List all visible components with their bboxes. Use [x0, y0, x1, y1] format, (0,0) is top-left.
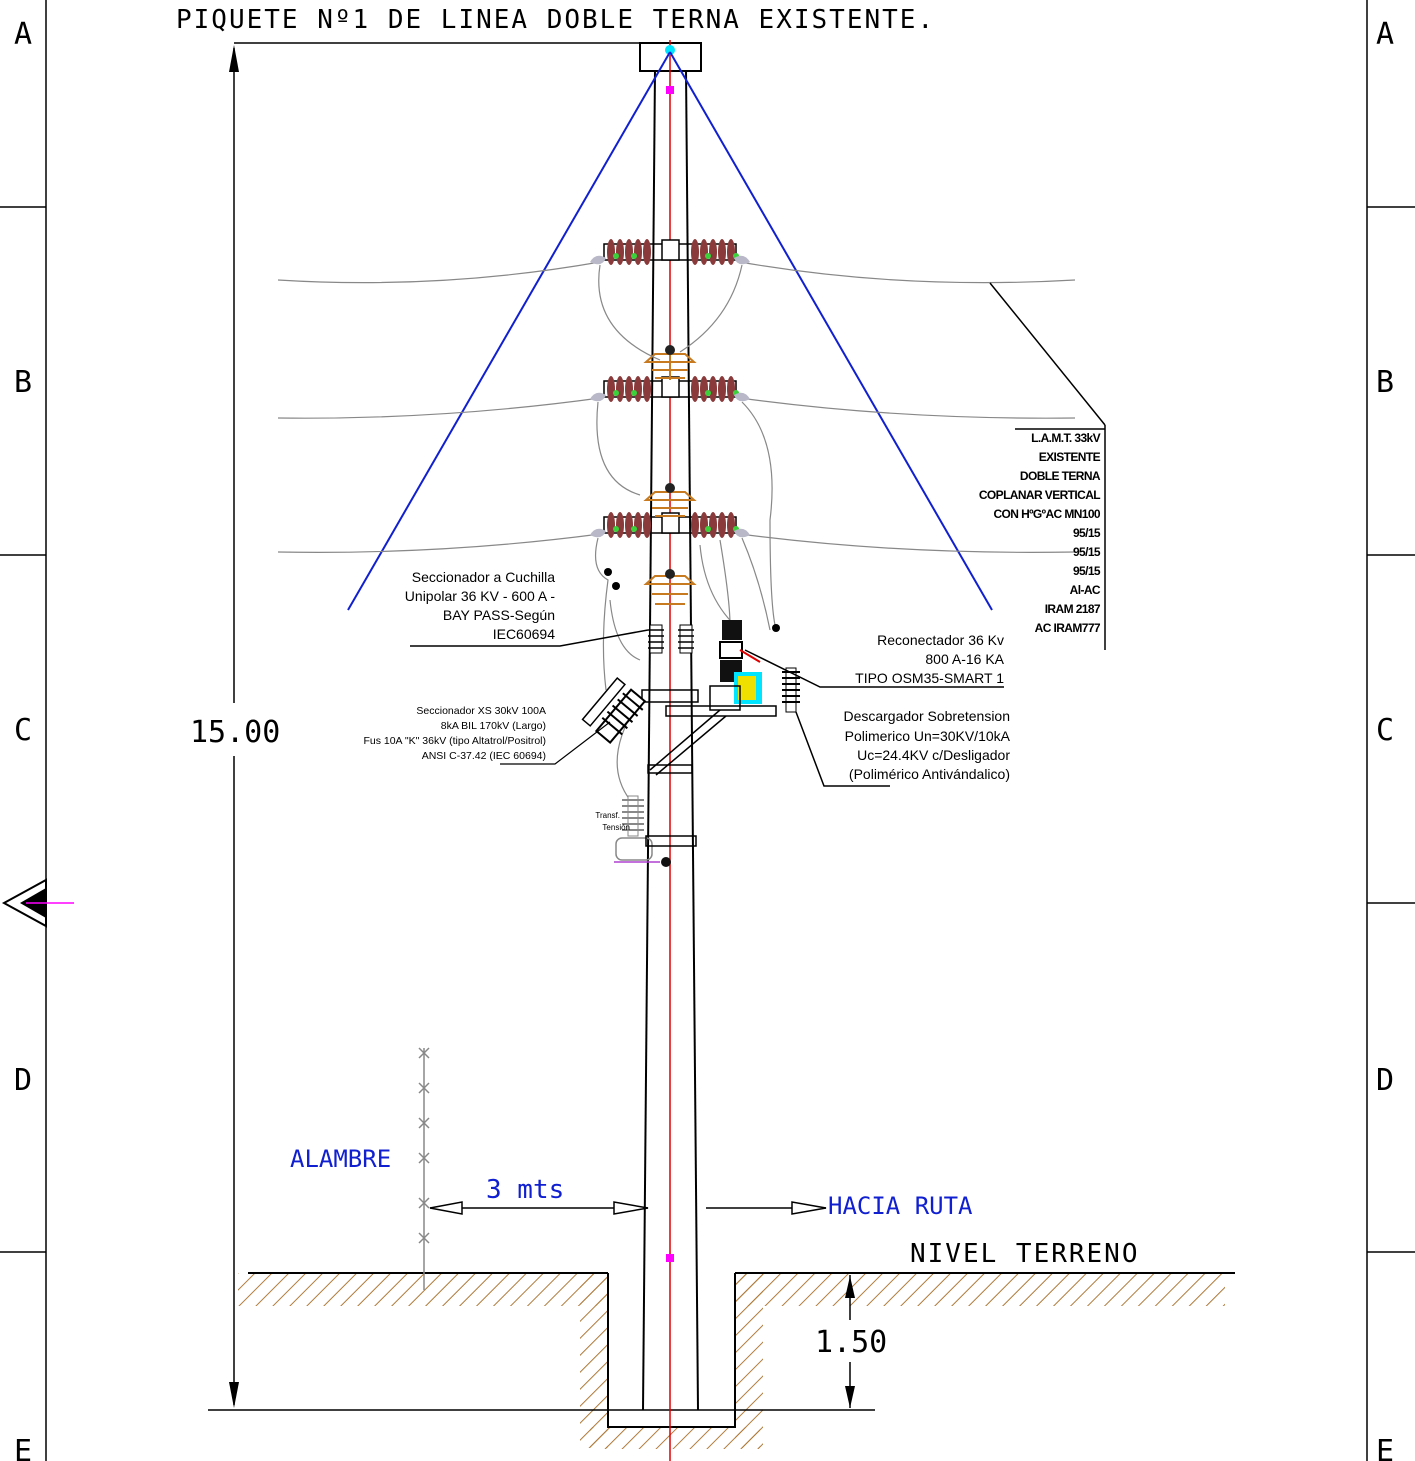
voltage-transformer-icon: [614, 795, 697, 867]
line-spec-6: 95/15: [1073, 526, 1101, 540]
recloser-callout-2: 800 A-16 KA: [925, 651, 1004, 667]
guy-wire-left: [347, 51, 671, 611]
frame-letter-left-b: B: [14, 365, 32, 400]
line-spec-4: COPLANAR VERTICAL: [979, 488, 1100, 502]
recloser-icon: [709, 620, 780, 711]
ground-level-label: NIVEL TERRENO: [910, 1239, 1140, 1269]
arrester-callout-3: Uc=24.4KV c/Desligador: [857, 747, 1010, 763]
transformer-label-2: Tensión: [602, 823, 630, 832]
recloser-callout-3: TIPO OSM35-SMART 1: [855, 670, 1004, 686]
pin-insulators: [643, 345, 697, 605]
arrester-callout-leader: [795, 711, 890, 787]
line-spec-1: L.A.M.T. 33kV: [1031, 431, 1100, 445]
height-dimension: [229, 42, 640, 1408]
drawing-title: PIQUETE Nº1 DE LINEA DOBLE TERNA EXISTEN…: [176, 5, 935, 35]
conductors: [277, 261, 1076, 553]
frame-letter-left-e: E: [14, 1434, 32, 1461]
cutout-fuse-icon: [581, 677, 647, 745]
cutout-callout-leader: [500, 721, 611, 765]
knife-callout-2: Unipolar 36 KV - 600 A -: [405, 588, 556, 604]
line-spec-7: 95/15: [1073, 545, 1101, 559]
line-spec-11: AC IRAM777: [1035, 621, 1101, 635]
fence-wire: [418, 1047, 430, 1290]
frame-letter-left-a: A: [14, 17, 32, 52]
recloser-callout-leader: [744, 649, 1004, 688]
distance-dimension-value: 3 mts: [486, 1175, 564, 1205]
transformer-label-1: Transf.: [595, 811, 620, 820]
depth-dimension: [845, 1275, 855, 1408]
surge-arrester-icon: [782, 667, 800, 713]
line-spec-9: Al-AC: [1070, 583, 1101, 597]
frame-letter-left-d: D: [14, 1063, 32, 1098]
arrester-callout-4: (Polimérico Antivándalico): [849, 766, 1010, 782]
knife-callout-1: Seccionador a Cuchilla: [412, 569, 555, 585]
arrester-callout-2: Polimerico Un=30KV/10kA: [845, 728, 1011, 744]
crossarm-frame: [641, 689, 777, 776]
frame-letter-right-c: C: [1376, 713, 1394, 748]
recloser-callout-1: Reconectador 36 Kv: [877, 632, 1004, 648]
line-spec-2: EXISTENTE: [1039, 450, 1101, 464]
line-spec-10: IRAM 2187: [1045, 602, 1101, 616]
line-spec-8: 95/15: [1073, 564, 1101, 578]
cutout-callout-2: 8kA BIL 170kV (Largo): [441, 720, 546, 732]
arrester-callout-1: Descargador Sobretension: [843, 708, 1010, 724]
guy-wire-right: [669, 51, 993, 611]
cutout-callout-3: Fus 10A "K" 36kV (tipo Altatrol/Positrol…: [363, 735, 546, 747]
knife-callout-3: BAY PASS-Según: [443, 607, 555, 623]
centering-mark-icon: [1, 878, 74, 928]
frame-letter-right-e: E: [1376, 1434, 1394, 1461]
depth-dimension-value: 1.50: [815, 1325, 887, 1360]
ground-section: [208, 1272, 1235, 1449]
cutout-callout-1: Seccionador XS 30kV 100A: [416, 705, 546, 717]
frame-letter-right-d: D: [1376, 1063, 1394, 1098]
fence-label: ALAMBRE: [290, 1145, 391, 1173]
frame-letter-right-a: A: [1376, 17, 1394, 52]
road-direction-label: HACIA RUTA: [828, 1192, 973, 1220]
line-spec-5: CON HºGºAC MN100: [993, 507, 1100, 521]
cutout-callout-4: ANSI C-37.42 (IEC 60694): [422, 750, 546, 762]
frame-letter-left-c: C: [14, 713, 32, 748]
pole-top-marker: [665, 45, 675, 55]
frame-letter-right-b: B: [1376, 365, 1394, 400]
road-direction-arrow: [706, 1201, 827, 1215]
knife-callout-leader: [410, 629, 649, 647]
line-spec-leader: [989, 282, 1106, 650]
marker-top: [666, 86, 674, 94]
knife-callout-4: IEC60694: [493, 626, 555, 642]
height-dimension-value: 15.00: [190, 715, 280, 750]
knife-disconnector: [604, 568, 694, 654]
distance-dimension: [429, 1201, 649, 1215]
marker-bottom: [666, 1254, 674, 1262]
line-spec-3: DOBLE TERNA: [1020, 469, 1101, 483]
